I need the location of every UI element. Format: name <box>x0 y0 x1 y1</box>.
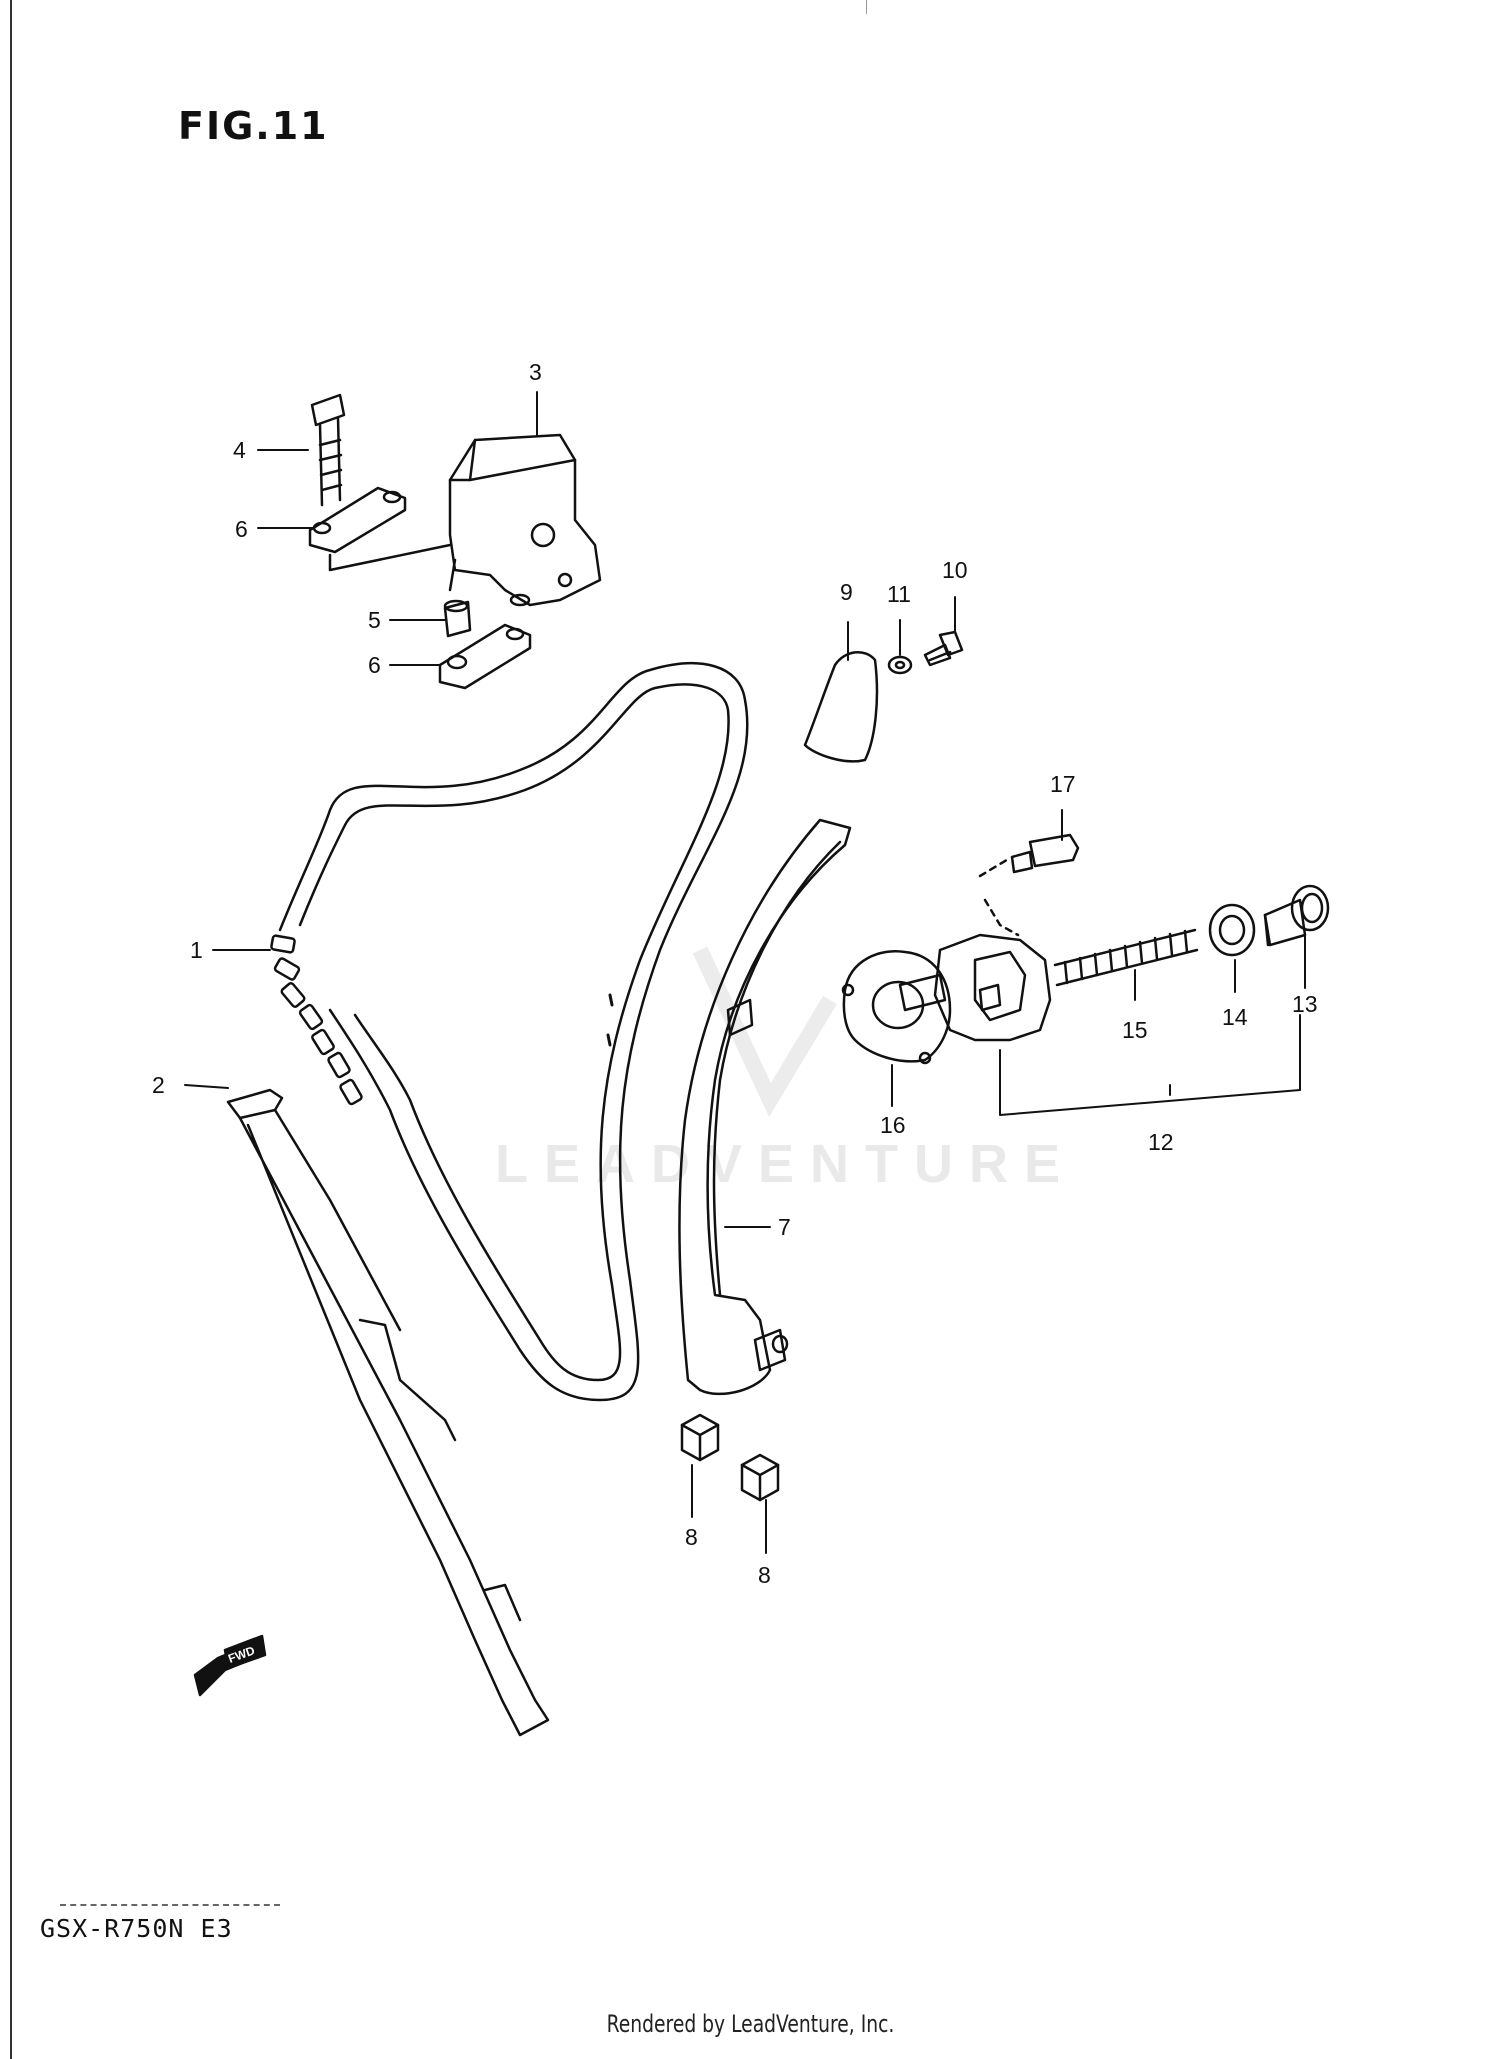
callout-5: 5 <box>368 607 381 633</box>
model-code: GSX-R750N E3 <box>40 1914 233 1943</box>
leader-lines <box>184 391 1306 1554</box>
part-pad <box>803 651 879 763</box>
part-plate-upper <box>308 486 452 572</box>
callout-8a: 8 <box>685 1524 698 1550</box>
part-rubber-block-2 <box>740 1453 780 1502</box>
callout-7: 7 <box>778 1214 791 1240</box>
part-plate-lower <box>438 623 532 690</box>
callout-numbers: 1 2 3 4 5 6 6 7 8 8 9 10 11 12 13 14 15 … <box>152 359 1318 1588</box>
part-bushing <box>443 599 472 638</box>
callout-13: 13 <box>1292 991 1318 1017</box>
callout-14: 14 <box>1222 1004 1248 1030</box>
part-cam-chain <box>270 662 749 1402</box>
figure-title: FIG.11 <box>178 104 329 148</box>
callout-9: 9 <box>840 579 853 605</box>
part-chain-guide-rear <box>226 1088 550 1737</box>
callout-2: 2 <box>152 1072 165 1098</box>
part-tensioner-assembly <box>898 898 1052 1042</box>
watermark-text: LEADVENTURE <box>495 1134 1076 1194</box>
fwd-arrow-icon <box>193 1634 267 1697</box>
callout-17: 17 <box>1050 771 1076 797</box>
part-upper-chain-guide <box>448 433 602 607</box>
callout-11: 11 <box>887 581 911 607</box>
part-washer <box>887 655 913 675</box>
part-cap-bolt <box>1263 884 1330 947</box>
callout-6a: 6 <box>235 516 248 542</box>
part-tensioner-bolt <box>978 833 1080 878</box>
left-border-rule <box>10 0 12 2059</box>
model-code-dash <box>60 1904 280 1906</box>
callout-15: 15 <box>1122 1017 1148 1043</box>
part-guide-bolt <box>310 393 346 507</box>
part-tensioner-gasket <box>841 950 952 1065</box>
part-tensioner-spring <box>1053 928 1199 987</box>
part-sealing-washer <box>1208 903 1256 957</box>
footer-credit: Rendered by LeadVenture, Inc. <box>0 2010 1500 2038</box>
part-pad-bolt <box>923 630 964 667</box>
top-tick-mark <box>866 0 867 14</box>
callout-4: 4 <box>233 437 246 463</box>
footer-text: Rendered by LeadVenture, Inc. <box>606 2010 894 2038</box>
callout-12: 12 <box>1148 1129 1174 1155</box>
chain-links <box>270 934 363 1106</box>
callout-3: 3 <box>529 359 542 385</box>
callout-10: 10 <box>942 557 968 583</box>
callout-6b: 6 <box>368 652 381 678</box>
callout-16: 16 <box>880 1112 906 1138</box>
callout-8b: 8 <box>758 1562 771 1588</box>
callout-1: 1 <box>190 937 203 963</box>
part-tensioner-guide <box>678 818 852 1396</box>
watermark: LEADVENTURE <box>495 946 1076 1194</box>
part-rubber-block-1 <box>680 1413 720 1462</box>
watermark-logo <box>692 946 837 1118</box>
